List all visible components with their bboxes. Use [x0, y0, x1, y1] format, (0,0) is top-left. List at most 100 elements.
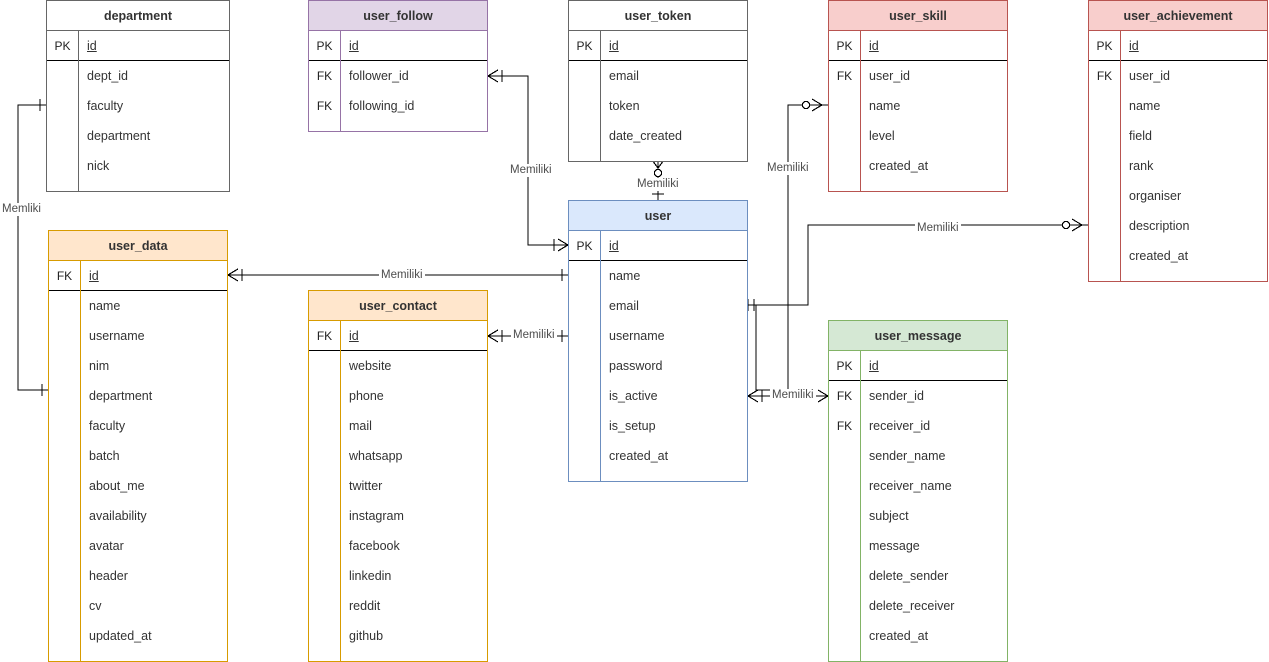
attribute-user_achievement-rank: rank [1129, 159, 1154, 173]
key-cell-department-id: PK [47, 31, 78, 61]
key-cell-user_data-about_me [49, 471, 80, 501]
attribute-user_message-subject: subject [869, 509, 909, 523]
key-cell-user_contact-phone [309, 381, 340, 411]
attribute-user_contact-instagram: instagram [349, 509, 404, 523]
lbl-usercontact-user: Memiliki [511, 329, 557, 342]
attribute-user_skill-id: id [861, 31, 1007, 61]
attribute-user_message-delete_sender: delete_sender [869, 569, 949, 583]
attribute-user_data-cv: cv [89, 599, 102, 613]
attribute-department-nick: nick [87, 159, 110, 173]
key-cell-user_contact-whatsapp [309, 441, 340, 471]
attribute-user_contact-whatsapp: whatsapp [349, 449, 403, 463]
entity-title-user_achievement: user_achievement [1089, 1, 1267, 31]
key-cell-user_follow-id: PK [309, 31, 340, 61]
attribute-user_contact-github: github [349, 629, 384, 643]
key-cell-department-dept_id [47, 61, 78, 91]
lbl-userachievement-user: Memiliki [915, 222, 961, 235]
attribute-department-dept_id: dept_id [87, 69, 129, 83]
key-cell-user_message-receiver_name [829, 471, 860, 501]
key-cell-user_contact-instagram [309, 501, 340, 531]
key-cell-user_contact-id: FK [309, 321, 340, 351]
key-cell-user_contact-mail [309, 411, 340, 441]
key-cell-user_data-department [49, 381, 80, 411]
key-column-user_token: PK [569, 31, 601, 161]
attribute-user_contact-id: id [341, 321, 487, 351]
attribute-user_message-receiver_name: receiver_name [869, 479, 952, 493]
key-cell-user_skill-name [829, 91, 860, 121]
key-cell-user-username [569, 321, 600, 351]
attribute-user_message-sender_id: sender_id [869, 389, 924, 403]
attribute-user_token-email: email [609, 69, 639, 83]
attribute-user_data-nim: nim [89, 359, 110, 373]
attribute-user_contact-phone: phone [349, 389, 384, 403]
entity-title-user_follow: user_follow [309, 1, 487, 31]
entity-title-user: user [569, 201, 747, 231]
key-cell-user_achievement-description [1089, 211, 1120, 241]
key-cell-user_data-cv [49, 591, 80, 621]
attribute-user_contact-website: website [349, 359, 392, 373]
attribute-user_data-faculty: faculty [89, 419, 126, 433]
attribute-user_message-delete_receiver: delete_receiver [869, 599, 955, 613]
key-cell-user_token-date_created [569, 121, 600, 151]
entity-title-user_contact: user_contact [309, 291, 487, 321]
key-cell-user_achievement-name [1089, 91, 1120, 121]
key-cell-user-is_setup [569, 411, 600, 441]
edge-userskill-user [747, 98, 828, 391]
key-cell-user_skill-id: PK [829, 31, 860, 61]
key-cell-user_achievement-id: PK [1089, 31, 1120, 61]
key-cell-user_token-token [569, 91, 600, 121]
key-cell-user-created_at [569, 441, 600, 471]
attribute-user_follow-following_id: following_id [349, 99, 415, 113]
key-cell-user_message-message [829, 531, 860, 561]
key-cell-user_data-id: FK [49, 261, 80, 291]
attribute-user_data-department: department [89, 389, 153, 403]
attribute-user_message-created_at: created_at [869, 629, 929, 643]
key-cell-user_message-delete_sender [829, 561, 860, 591]
lbl-userfollow-user: Memiliki [508, 164, 554, 177]
key-cell-user_data-availability [49, 501, 80, 531]
key-cell-user-email [569, 291, 600, 321]
key-cell-user_achievement-field [1089, 121, 1120, 151]
key-cell-department-department [47, 121, 78, 151]
key-cell-user-password [569, 351, 600, 381]
attribute-user-username: username [609, 329, 665, 343]
attribute-user_data-about_me: about_me [89, 479, 145, 493]
attribute-user_message-sender_name: sender_name [869, 449, 946, 463]
attribute-user-is_active: is_active [609, 389, 658, 403]
attribute-user_achievement-created_at: created_at [1129, 249, 1189, 263]
key-cell-user_data-faculty [49, 411, 80, 441]
attribute-user-email: email [609, 299, 639, 313]
attribute-user_skill-created_at: created_at [869, 159, 929, 173]
attribute-user_data-header: header [89, 569, 128, 583]
attribute-user_contact-mail: mail [349, 419, 372, 433]
key-cell-user_contact-website [309, 351, 340, 381]
lbl-usertoken-user: Memiliki [635, 178, 681, 191]
attribute-user_follow-id: id [341, 31, 487, 61]
key-cell-user_contact-twitter [309, 471, 340, 501]
key-cell-user_achievement-user_id: FK [1096, 69, 1113, 83]
key-cell-user_skill-level [829, 121, 860, 151]
edge-department-userdata [17, 99, 48, 396]
attribute-user-name: name [609, 269, 641, 283]
key-cell-user_data-header [49, 561, 80, 591]
